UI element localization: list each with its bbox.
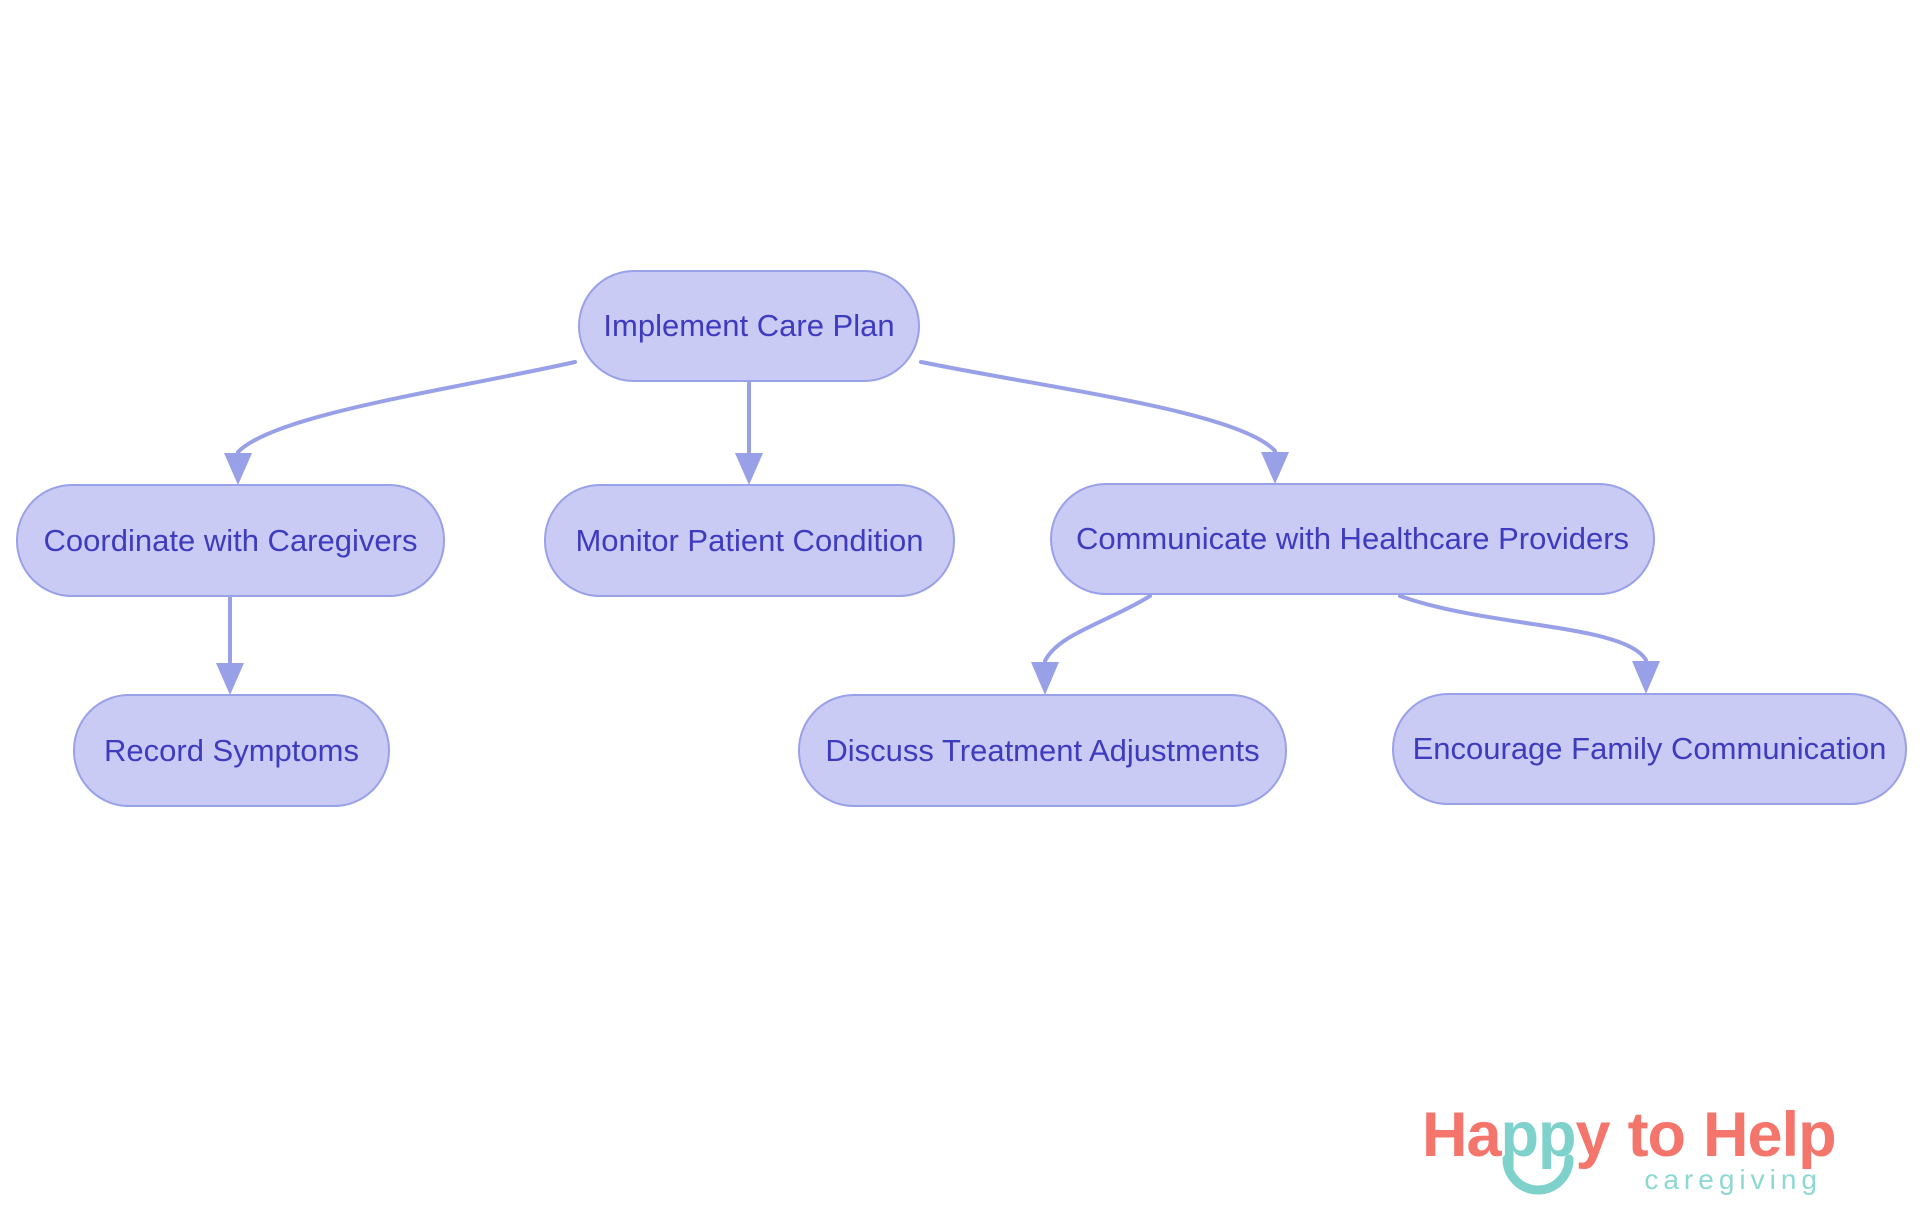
node-label: Encourage Family Communication	[1412, 731, 1887, 766]
node-implement-care-plan: Implement Care Plan	[578, 270, 920, 382]
node-label: Communicate with Healthcare Providers	[1075, 521, 1630, 556]
arrowhead-down-icon	[1632, 661, 1660, 694]
node-label: Discuss Treatment Adjustments	[825, 732, 1260, 768]
edge-implement-to-monitor	[735, 381, 763, 485]
arrowhead-down-icon	[1261, 452, 1289, 484]
arrowhead-down-icon	[224, 453, 252, 485]
logo-text-pp: pp	[1500, 1100, 1577, 1170]
logo-tagline: caregiving	[1644, 1164, 1822, 1195]
edge-communicate-to-encourage	[1398, 594, 1660, 694]
node-encourage-family-communication: Encourage Family Communication	[1392, 693, 1907, 805]
arrowhead-down-icon	[1031, 662, 1059, 695]
node-communicate-with-healthcare-providers: Communicate with Healthcare Providers	[1050, 483, 1655, 595]
node-coordinate-with-caregivers: Coordinate with Caregivers	[16, 484, 445, 597]
logo-text-help: Help	[1703, 1100, 1837, 1170]
node-record-symptoms: Record Symptoms	[73, 694, 390, 807]
node-monitor-patient-condition: Monitor Patient Condition	[544, 484, 955, 597]
logo-text-y: y	[1575, 1100, 1611, 1170]
logo-smiley: pp	[1501, 1104, 1577, 1195]
edge-communicate-to-discuss	[1031, 594, 1152, 695]
edge-implement-to-communicate	[919, 360, 1289, 484]
logo-text-to: to	[1627, 1100, 1686, 1170]
edge-implement-to-coordinate	[224, 360, 577, 485]
arrowhead-down-icon	[735, 453, 763, 485]
node-label: Monitor Patient Condition	[575, 522, 924, 558]
node-label: Coordinate with Caregivers	[43, 522, 418, 558]
node-discuss-treatment-adjustments: Discuss Treatment Adjustments	[798, 694, 1287, 807]
node-label: Implement Care Plan	[603, 308, 895, 343]
arrowhead-down-icon	[216, 663, 244, 695]
node-label: Record Symptoms	[104, 732, 359, 768]
logo-text-ha: Ha	[1422, 1100, 1502, 1170]
smile-icon	[1502, 1154, 1574, 1195]
edge-coordinate-to-record	[216, 596, 244, 695]
